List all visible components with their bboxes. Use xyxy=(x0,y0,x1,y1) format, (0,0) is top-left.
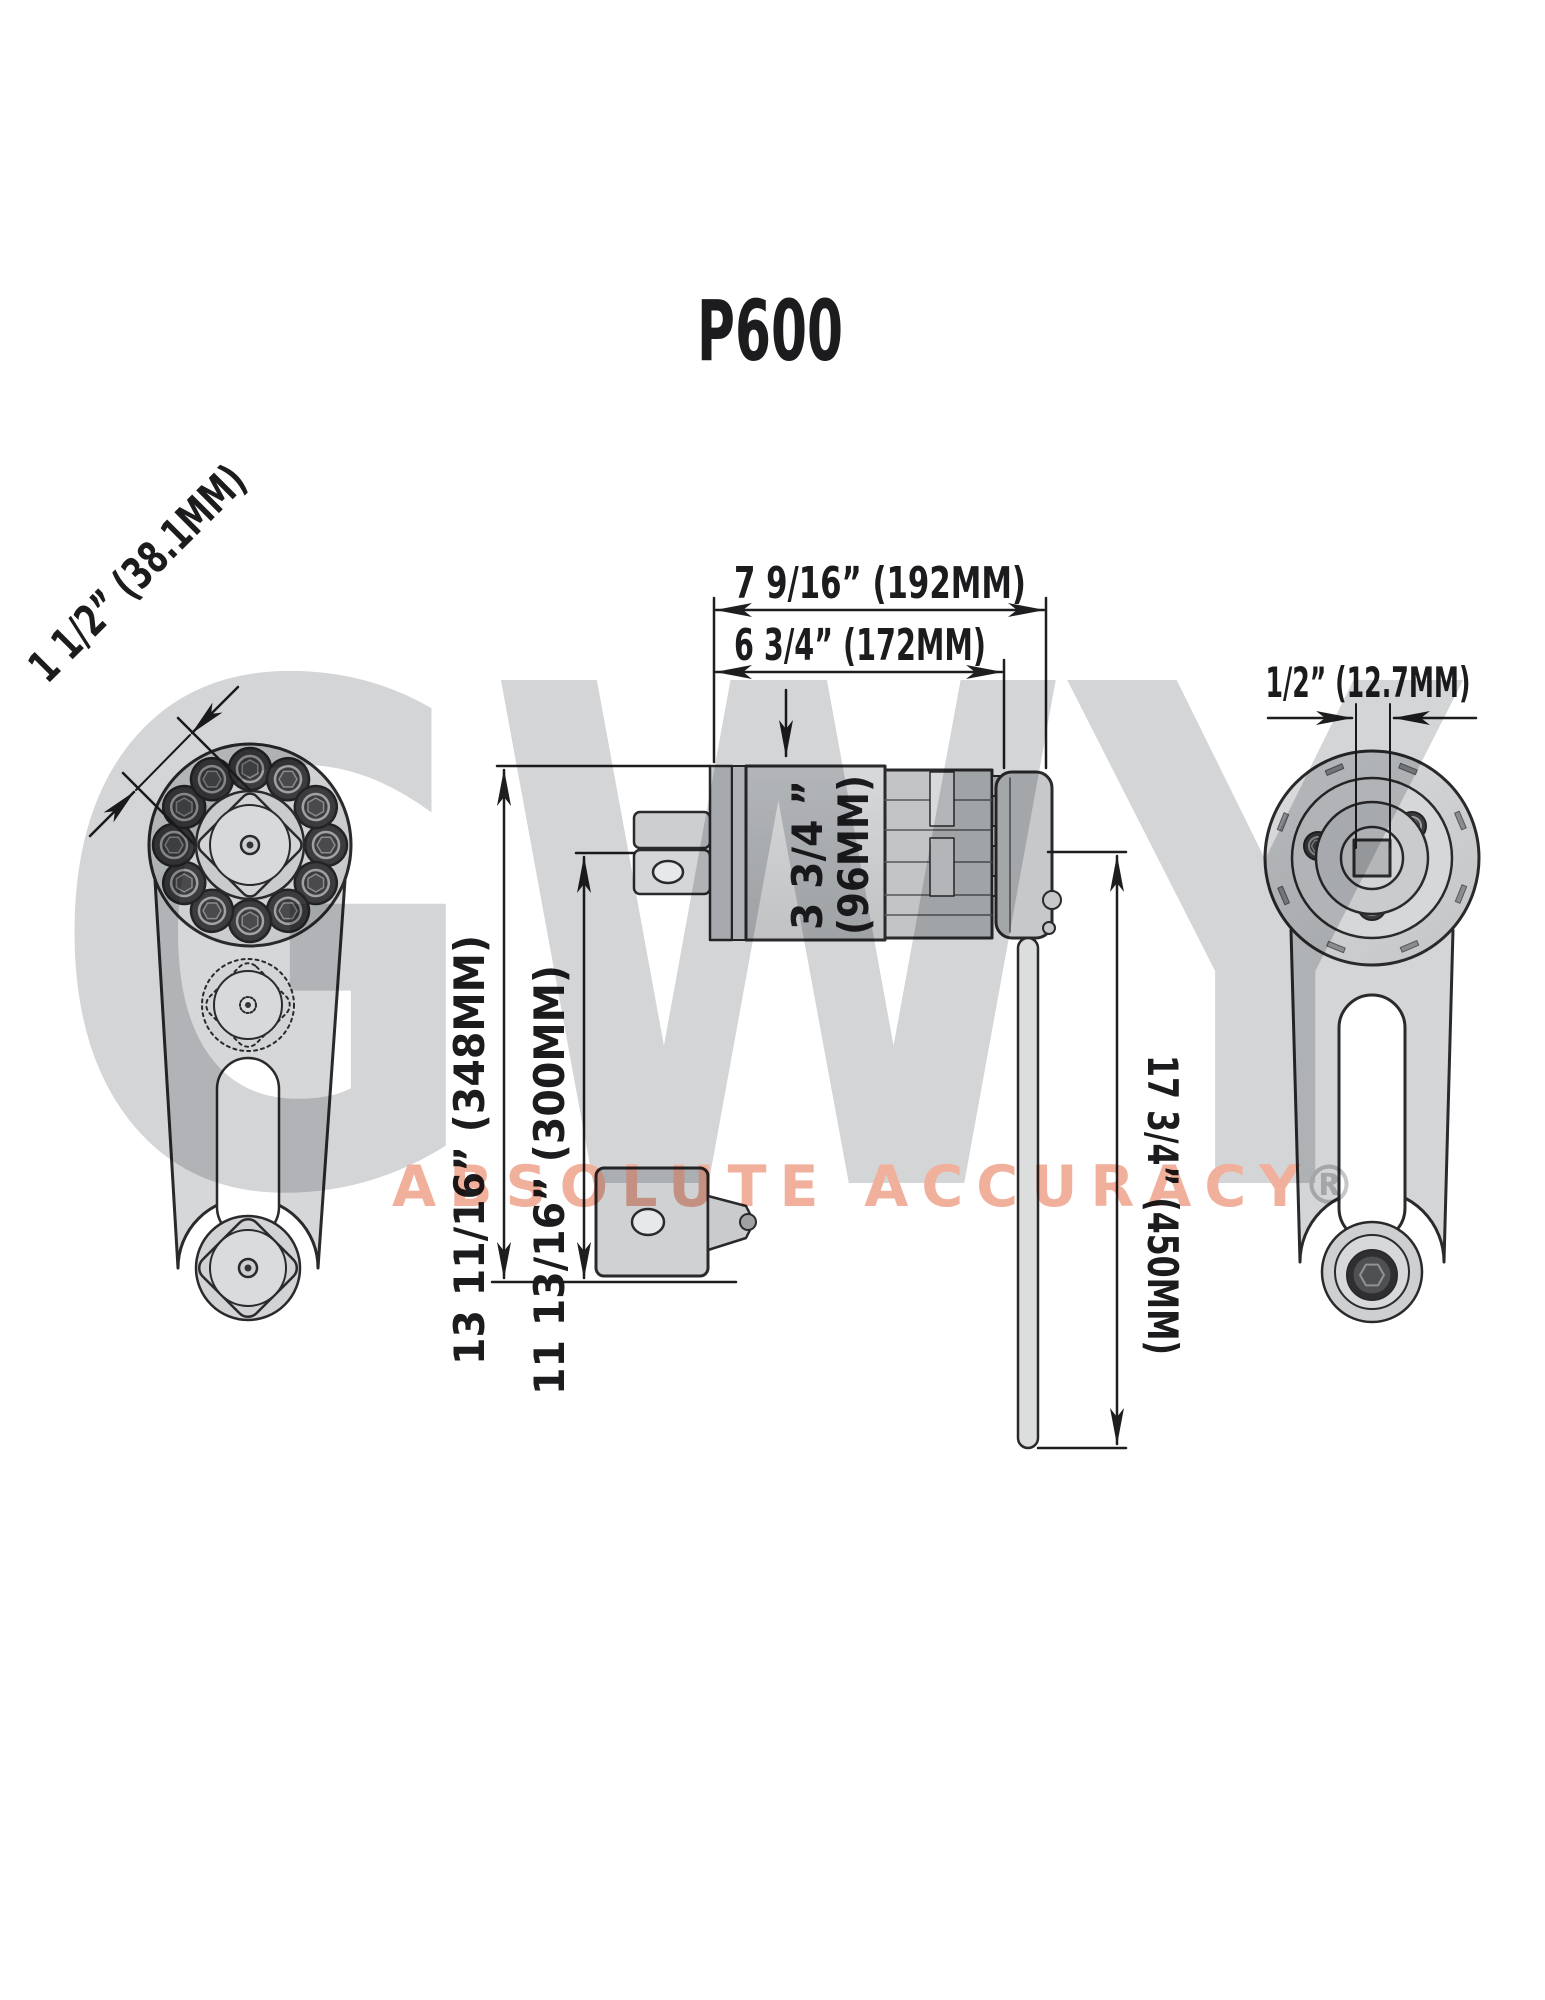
dim-label-body-diameter-in: 3 3/4 ” xyxy=(783,780,832,930)
spline-section xyxy=(883,768,1003,940)
dim-label-body-height: 11 13/16” (300MM) xyxy=(525,965,574,1395)
input-square-drive xyxy=(594,1166,757,1278)
bolt-circle xyxy=(151,746,349,944)
rim-notch-icon xyxy=(1454,810,1467,831)
rim-notch-icon xyxy=(1454,884,1468,904)
spline-rim-notches xyxy=(1276,762,1468,954)
dim-square-drive-rear: 1/2” (12.7MM) xyxy=(1266,658,1478,849)
rim-notch-icon xyxy=(1276,812,1290,832)
mid-hex-fitting xyxy=(201,958,295,1052)
ratchet-flange xyxy=(994,770,1062,940)
front-view-reaction-arm: 1 1/2” (38.1MM) xyxy=(19,455,353,1322)
watermark: GWY ABSOLUTE ACCURACY ® xyxy=(48,543,1463,1346)
bolt-hole-icon xyxy=(293,784,339,830)
side-view-multiplier: 7 9/16” (192MM) 6 3/4” (172MM) 13 11/16”… xyxy=(445,558,1187,1450)
dim-label-square-drive-rear: 1/2” (12.7MM) xyxy=(1266,658,1471,707)
output-square-drive xyxy=(632,810,712,896)
rim-notch-icon xyxy=(1398,762,1418,776)
bolt-hole-icon xyxy=(293,860,339,906)
rim-notch-icon xyxy=(1399,940,1420,953)
rim-notch-icon xyxy=(1324,763,1345,776)
watermark-brand-logo: GWY xyxy=(48,543,1463,1346)
dim-label-body-diameter-mm: (96MM) xyxy=(829,775,878,935)
rear-arm-end-bolt xyxy=(1320,1220,1424,1324)
bolt-hole-icon xyxy=(189,888,235,934)
dim-label-handle-length: 17 3/4” (450MM) xyxy=(1138,1055,1187,1355)
dim-label-overall-height: 13 11/16” (348MM) xyxy=(445,935,494,1365)
gear-housing xyxy=(744,764,887,942)
dim-label-body-width: 6 3/4” (172MM) xyxy=(734,620,986,671)
arm-end-square-drive xyxy=(194,1214,302,1322)
rim-notch-icon xyxy=(1326,940,1346,954)
page-title: P600 xyxy=(697,282,843,380)
dim-label-overall-width: 7 9/16” (192MM) xyxy=(734,558,1026,609)
handle-rod xyxy=(1016,936,1040,1450)
rim-notch-icon xyxy=(1277,885,1290,906)
dim-widths: 7 9/16” (192MM) 6 3/4” (172MM) xyxy=(712,558,1048,770)
registered-trademark-icon: ® xyxy=(1302,1154,1356,1217)
rear-view-reaction-arm: 1/2” (12.7MM) xyxy=(1263,658,1481,1324)
square-drive-hole xyxy=(1352,838,1392,878)
dim-handle-length: 17 3/4” (450MM) xyxy=(1036,850,1187,1450)
dim-heights: 13 11/16” (348MM) 11 13/16” (300MM) xyxy=(445,764,738,1395)
bolt-hole-icon xyxy=(161,784,207,830)
watermark-tagline: ABSOLUTE ACCURACY xyxy=(392,1154,1313,1220)
bolt-hole-icon xyxy=(189,756,235,802)
